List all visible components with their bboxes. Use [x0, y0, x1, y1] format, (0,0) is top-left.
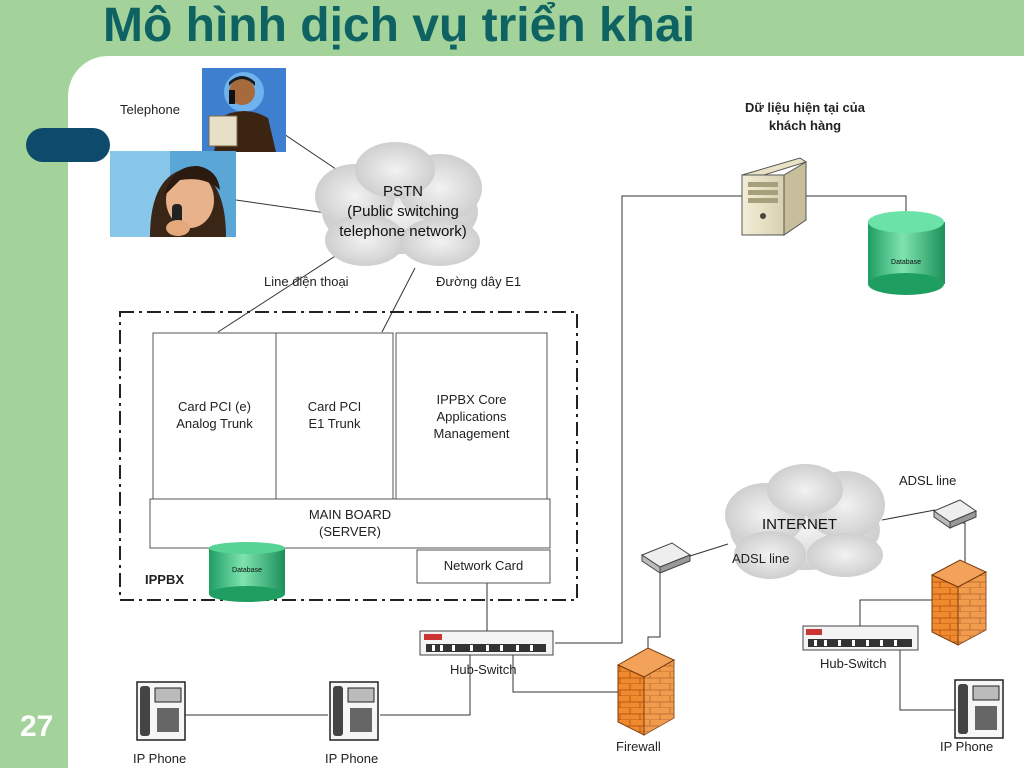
line-dien-thoai-label: Line điện thoại — [264, 274, 349, 289]
card-e1-line-2: E1 Trunk — [308, 416, 361, 431]
card-e1-line-1: Card PCI — [307, 399, 362, 414]
customer-database-label: Database — [891, 259, 921, 266]
firewall-left-icon — [616, 647, 676, 736]
businessman-phone-photo — [202, 68, 286, 152]
ip-phone-3-label: IP Phone — [940, 739, 994, 754]
hub-switch-right-icon — [802, 625, 919, 651]
customer-data-line-1: Dữ liệu hiện tại của — [745, 100, 865, 115]
card-analog-box — [152, 332, 277, 500]
customer-database-icon — [868, 211, 945, 295]
hub-switch-right-label: Hub-Switch — [820, 656, 887, 671]
card-e1-label: Card PCI E1 Trunk — [276, 398, 393, 432]
ippbx-enclosure — [119, 311, 578, 601]
ip-phone-3-icon — [954, 679, 1004, 739]
pstn-label: PSTN (Public switching telephone network… — [323, 182, 483, 242]
firewall-label: Firewall — [616, 739, 661, 754]
customer-data-line-2: khách hàng — [768, 118, 842, 133]
pstn-line-3: telephone network) — [339, 223, 467, 240]
mainboard-box — [149, 498, 551, 549]
adsl-line-right-label: ADSL line — [899, 473, 957, 488]
adsl-modem-right-icon — [932, 499, 978, 529]
hub-switch-left-icon — [419, 630, 554, 656]
ip-phone-2-icon — [329, 681, 379, 741]
duong-day-e1-label: Đường dây E1 — [436, 274, 522, 289]
pstn-line-1: PSTN — [382, 183, 423, 200]
core-line-2: Applications — [436, 409, 507, 424]
ippbx-label: IPPBX — [145, 572, 185, 587]
ip-phone-1-label: IP Phone — [133, 751, 187, 766]
ippbx-database-icon — [209, 542, 285, 602]
slide-title: Mô hình dịch vụ triển khai — [103, 0, 696, 52]
card-analog-line-2: Analog Trunk — [176, 416, 253, 431]
network-card-box — [416, 549, 551, 584]
ippbx-database-label: Database — [232, 567, 262, 574]
pstn-cloud-icon — [315, 142, 482, 266]
core-label: IPPBX Core Applications Management — [396, 391, 547, 442]
core-line-1: IPPBX Core — [436, 392, 507, 407]
internet-label: INTERNET — [762, 516, 837, 533]
ip-phone-1-icon — [136, 681, 186, 741]
ip-phone-2-label: IP Phone — [325, 751, 379, 766]
mainboard-line-2: (SERVER) — [319, 524, 381, 539]
core-line-3: Management — [433, 426, 510, 441]
adsl-modem-left-icon — [640, 542, 692, 574]
firewall-right-icon — [930, 559, 988, 646]
card-e1-box — [275, 332, 394, 500]
server-icon — [740, 157, 808, 236]
page-number: 27 — [20, 710, 54, 743]
hub-switch-left-label: Hub-Switch — [450, 662, 517, 677]
internet-cloud-icon — [725, 464, 885, 579]
mainboard-line-1: MAIN BOARD — [308, 507, 392, 522]
network-card-label: Network Card — [443, 558, 524, 573]
woman-phone-photo — [110, 151, 236, 237]
navy-pill-decoration — [26, 128, 110, 162]
mainboard-label: MAIN BOARD (SERVER) — [150, 506, 550, 540]
title-highlight-tab — [100, 0, 300, 56]
core-box — [395, 332, 548, 500]
customer-data-label: Dữ liệu hiện tại của khách hàng — [740, 99, 870, 135]
telephone-label: Telephone — [120, 102, 180, 117]
card-analog-line-1: Card PCI (e) — [178, 399, 251, 414]
adsl-line-left-label: ADSL line — [732, 551, 790, 566]
card-analog-label: Card PCI (e) Analog Trunk — [153, 398, 276, 432]
pstn-line-2: (Public switching — [347, 203, 459, 220]
